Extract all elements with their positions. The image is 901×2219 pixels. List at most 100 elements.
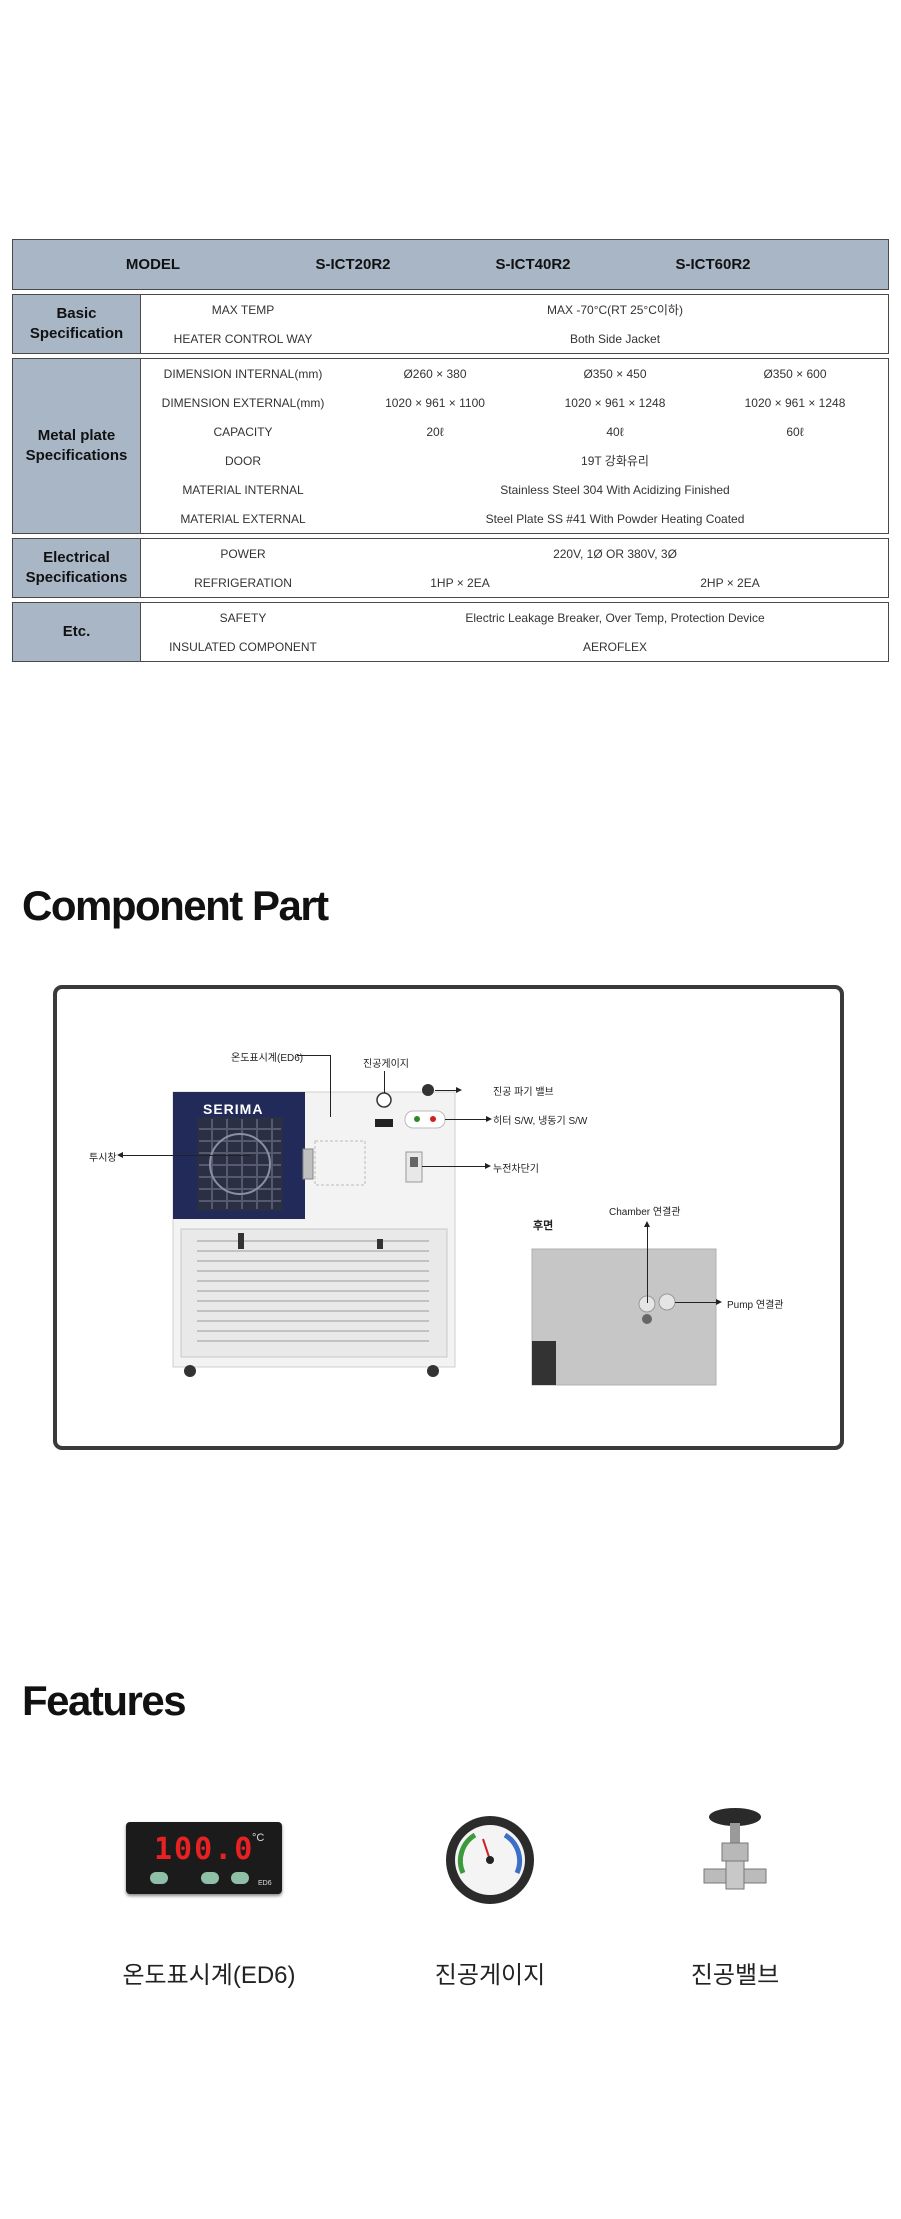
- row-value: 19T 강화유리: [581, 454, 649, 468]
- leader-arrow: [485, 1163, 491, 1169]
- brand-logo: SERIMA: [203, 1101, 264, 1117]
- machine-illustration: [172, 1084, 717, 1386]
- group-label-line: Metal plate: [37, 427, 116, 444]
- group-label-line: Electrical: [43, 549, 110, 566]
- row-name: DIMENSION EXTERNAL(mm): [161, 395, 325, 410]
- row-name: MAX TEMP: [211, 302, 275, 317]
- row-value: 60ℓ: [786, 424, 804, 439]
- leader-arrow: [716, 1299, 722, 1305]
- component-part-heading: Component Part: [22, 882, 329, 929]
- label-chamber-port: Chamber 연결관: [609, 1207, 681, 1218]
- controller-button-icon: [150, 1872, 168, 1884]
- leader-arrow: [486, 1116, 492, 1122]
- vacuum-gauge-icon: [446, 1816, 534, 1904]
- row-name: DIMENSION INTERNAL(mm): [163, 366, 323, 381]
- row-value: MAX -70°C(RT 25°C이하): [547, 303, 683, 317]
- group-label-line: Basic: [56, 305, 97, 322]
- feature-label-vacuum-valve: 진공밸브: [690, 1962, 780, 1989]
- component-diagram-frame: SERIMA 온도표시계(ED6) 진공게이지 진공 파기 밸브 히터 S/W,…: [53, 985, 844, 1450]
- row-name: SAFETY: [219, 610, 267, 625]
- row-value: Steel Plate SS #41 With Powder Heating C…: [485, 511, 745, 526]
- leader-line: [422, 1166, 486, 1167]
- spec-table-header: MODEL S-ICT20R2 S-ICT40R2 S-ICT60R2: [12, 239, 889, 290]
- table-row: MATERIAL EXTERNAL Steel Plate SS #41 Wit…: [141, 504, 888, 533]
- leader-line: [647, 1227, 648, 1303]
- row-value: 40ℓ: [606, 424, 624, 439]
- leader-line: [121, 1155, 251, 1156]
- row-name: REFRIGERATION: [194, 575, 292, 590]
- row-value: Both Side Jacket: [569, 331, 661, 346]
- feature-temp-display: 100.0 °C ED6: [126, 1822, 282, 1894]
- label-temp-display: 온도표시계(ED6): [231, 1053, 304, 1064]
- leader-arrow: [644, 1221, 650, 1227]
- controller-icon: 100.0 °C ED6: [126, 1822, 282, 1894]
- row-value: Ø260 × 380: [403, 366, 467, 381]
- row-value: Electric Leakage Breaker, Over Temp, Pro…: [465, 610, 765, 625]
- row-value: 1020 × 961 × 1100: [385, 395, 485, 410]
- table-row: MATERIAL INTERNAL Stainless Steel 304 Wi…: [141, 475, 888, 504]
- table-row: DIMENSION INTERNAL(mm) Ø260 × 380 Ø350 ×…: [141, 359, 888, 388]
- header-model-3: S-ICT60R2: [675, 256, 751, 273]
- features-heading: Features: [22, 1677, 187, 1724]
- table-row: DIMENSION EXTERNAL(mm) 1020 × 961 × 1100…: [141, 388, 888, 417]
- label-pump-port: Pump 연결관: [727, 1300, 784, 1311]
- row-value: 1020 × 961 × 1248: [564, 395, 666, 410]
- header-model-2: S-ICT40R2: [495, 256, 571, 273]
- row-value: 20ℓ: [426, 424, 444, 439]
- vacuum-valve-icon: [703, 1808, 767, 1890]
- group-label-line: Specification: [29, 325, 124, 342]
- table-row: POWER 220V, 1Ø OR 380V, 3Ø: [141, 539, 888, 568]
- row-value: 1020 × 961 × 1248: [744, 395, 846, 410]
- leader-arrow: [456, 1087, 462, 1093]
- row-name: MATERIAL INTERNAL: [182, 482, 304, 497]
- controller-button-icon: [231, 1872, 249, 1884]
- feature-label-vacuum-gauge: 진공게이지: [434, 1962, 546, 1989]
- leader-line: [297, 1055, 330, 1056]
- row-name: MATERIAL EXTERNAL: [180, 511, 306, 526]
- table-row: HEATER CONTROL WAY Both Side Jacket: [141, 324, 888, 353]
- row-value: Ø350 × 450: [583, 366, 647, 381]
- row-name: HEATER CONTROL WAY: [173, 331, 313, 346]
- controller-button-icon: [201, 1872, 219, 1884]
- row-value: 220V, 1Ø OR 380V, 3Ø: [553, 546, 677, 561]
- header-model-1: S-ICT20R2: [315, 256, 391, 273]
- leader-arrow: [117, 1152, 123, 1158]
- header-model: MODEL: [125, 256, 181, 273]
- group-label-line: Etc.: [62, 623, 91, 640]
- table-row: SAFETY Electric Leakage Breaker, Over Te…: [141, 603, 888, 632]
- table-row: INSULATED COMPONENT AEROFLEX: [141, 632, 888, 661]
- row-value: Stainless Steel 304 With Acidizing Finis…: [500, 482, 730, 497]
- label-vacuum-valve: 진공 파기 밸브: [493, 1087, 554, 1098]
- group-etc: Etc. SAFETY Electric Leakage Breaker, Ov…: [12, 602, 889, 662]
- table-row: DOOR 19T 강화유리: [141, 446, 888, 475]
- label-breaker: 누전차단기: [493, 1164, 539, 1175]
- label-viewing-window: 투시창: [89, 1153, 117, 1164]
- row-name: DOOR: [225, 453, 261, 468]
- table-row: REFRIGERATION 1HP × 2EA 2HP × 2EA: [141, 568, 888, 597]
- label-heater-switch: 히터 S/W, 냉동기 S/W: [493, 1116, 588, 1127]
- leader-line: [330, 1055, 331, 1117]
- table-row: CAPACITY 20ℓ 40ℓ 60ℓ: [141, 417, 888, 446]
- leader-line: [675, 1302, 717, 1303]
- feature-label-temp-display: 온도표시계(ED6): [122, 1962, 296, 1989]
- leader-line: [435, 1090, 457, 1091]
- row-value: 2HP × 2EA: [700, 575, 760, 590]
- leader-line: [384, 1071, 385, 1093]
- leader-line: [445, 1119, 487, 1120]
- row-value: 1HP × 2EA: [430, 575, 490, 590]
- label-vacuum-gauge: 진공게이지: [363, 1059, 409, 1070]
- spec-table: MODEL S-ICT20R2 S-ICT40R2 S-ICT60R2 Basi…: [12, 239, 889, 662]
- row-value: Ø350 × 600: [763, 366, 827, 381]
- label-rear: 후면: [533, 1220, 554, 1232]
- row-name: POWER: [220, 546, 266, 561]
- row-name: CAPACITY: [213, 424, 273, 439]
- table-row: MAX TEMP MAX -70°C(RT 25°C이하): [141, 295, 888, 324]
- group-label-line: Specifications: [25, 569, 128, 586]
- row-value: AEROFLEX: [582, 639, 648, 654]
